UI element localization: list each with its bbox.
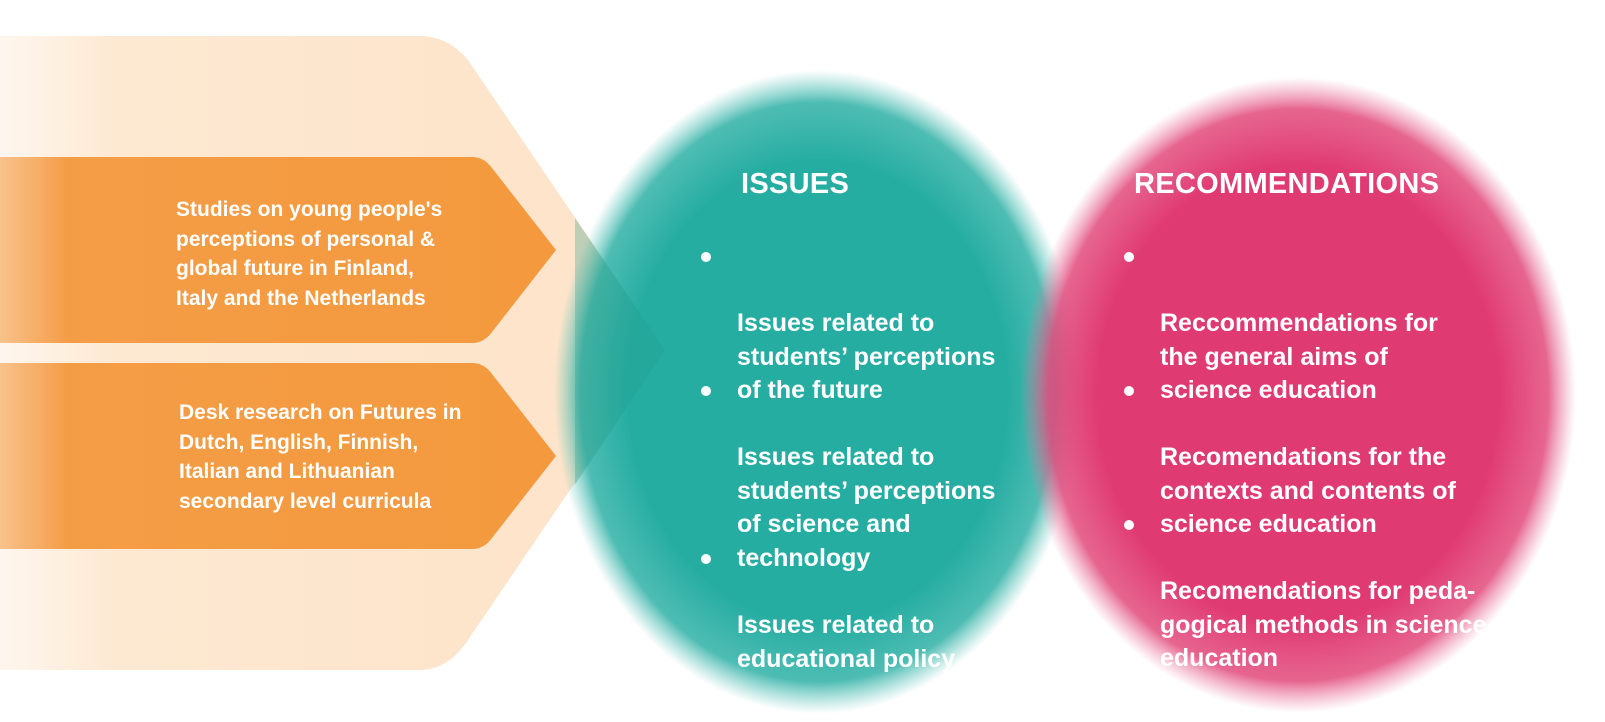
recommendation-item-text: Recomendations for peda- gogical methods… bbox=[1160, 577, 1487, 672]
bullet-dot-icon bbox=[1124, 386, 1134, 396]
issue-item-text: Issues related to students’ perceptions … bbox=[737, 443, 996, 572]
issue-item: Issues related to students’ perceptions … bbox=[701, 240, 1041, 404]
bullet-dot-icon bbox=[1124, 252, 1134, 262]
chevron-overlap bbox=[575, 218, 665, 485]
recommendation-item: Reccommendations for the general aims of… bbox=[1124, 240, 1524, 404]
source-label-desk-research: Desk research on Futures in Dutch, Engli… bbox=[179, 401, 462, 513]
bullet-dot-icon bbox=[701, 554, 711, 564]
issues-list: Issues related to students’ perceptions … bbox=[701, 240, 1041, 676]
recommendations-list: Reccommendations for the general aims of… bbox=[1124, 240, 1524, 676]
issue-item-text: Issues related to students’ perceptions … bbox=[737, 309, 996, 404]
source-chevron-2 bbox=[0, 363, 556, 549]
source-label-studies: Studies on young people's perceptions of… bbox=[176, 198, 443, 310]
recommendation-item-text: Reccommendations for the general aims of… bbox=[1160, 309, 1438, 404]
recommendation-item: Recomendations for peda- gogical methods… bbox=[1124, 508, 1524, 676]
issues-ellipse bbox=[554, 70, 1082, 714]
issue-item-text: Issues related to educational policy bbox=[737, 611, 956, 673]
source-chevron-1 bbox=[0, 157, 556, 343]
issues-title: ISSUES bbox=[741, 168, 850, 200]
recommendations-title: RECOMMENDATIONS bbox=[1134, 168, 1440, 200]
recommendations-ellipse bbox=[1020, 77, 1576, 713]
bullet-dot-icon bbox=[701, 386, 711, 396]
issue-item: Issues related to educational policy bbox=[701, 542, 1041, 676]
bullet-dot-icon bbox=[1124, 520, 1134, 530]
recommendation-item: Recomendations for the contexts and cont… bbox=[1124, 374, 1524, 538]
issue-item: Issues related to students’ perceptions … bbox=[701, 374, 1041, 572]
bullet-dot-icon bbox=[701, 252, 711, 262]
recommendation-item-text: Recomendations for the contexts and cont… bbox=[1160, 443, 1456, 538]
